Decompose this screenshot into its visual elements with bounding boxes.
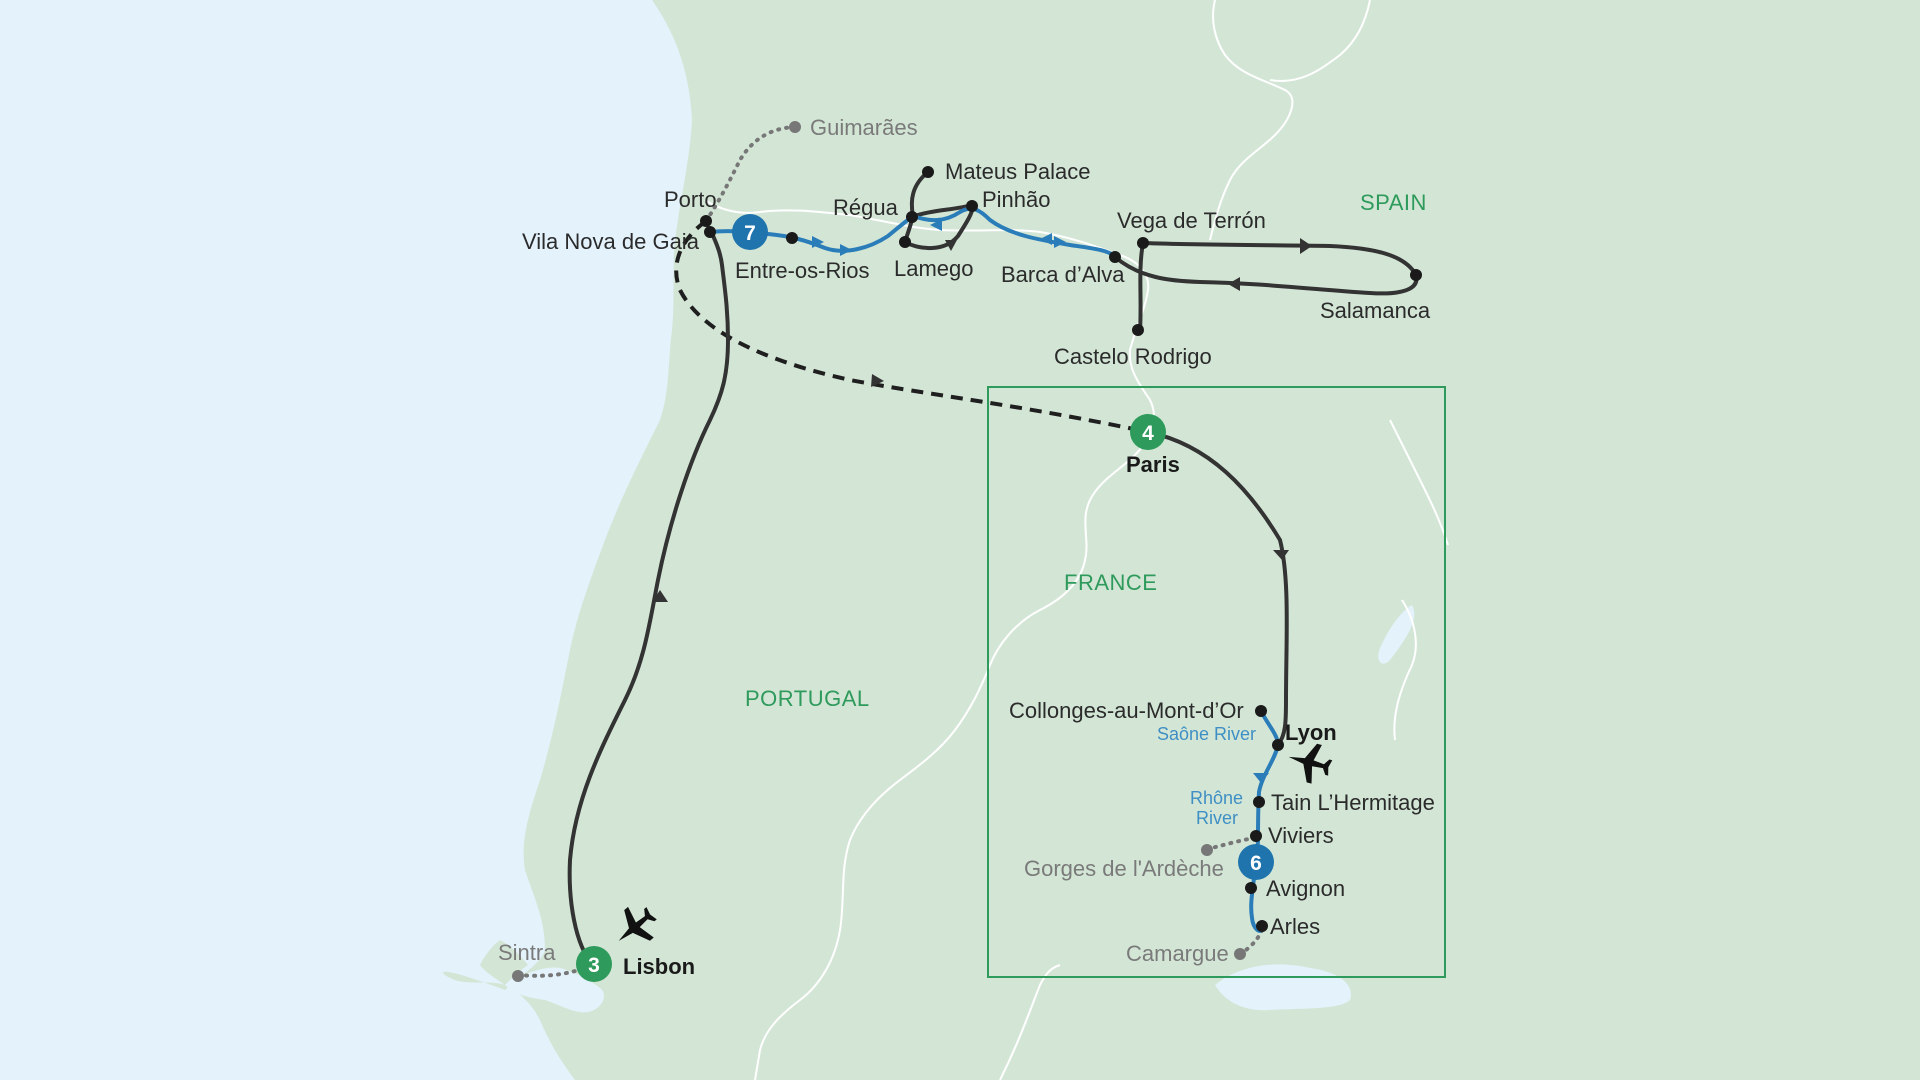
country-label-france: FRANCE xyxy=(1064,570,1157,595)
city-label-castelo: Castelo Rodrigo xyxy=(1054,344,1212,369)
river-arrows xyxy=(812,219,1269,783)
city-label-avignon: Avignon xyxy=(1266,876,1345,901)
porto-paris-connector xyxy=(674,219,1149,434)
arrow-salamanca-back xyxy=(1228,277,1240,291)
dot-pinhao xyxy=(966,200,978,212)
dot-vila-nova xyxy=(704,226,716,238)
city-label-lisbon: Lisbon xyxy=(623,954,695,979)
city-label-arles: Arles xyxy=(1270,914,1320,939)
dot-castelo xyxy=(1132,324,1144,336)
city-label-vila-nova: Vila Nova de Gaia xyxy=(522,229,700,254)
arrow-lisbon-porto xyxy=(652,590,668,602)
salamanca-loop xyxy=(1113,241,1419,296)
city-label-pinhao: Pinhão xyxy=(982,187,1051,212)
city-label-lyon: Lyon xyxy=(1285,720,1337,745)
city-label-regua: Régua xyxy=(833,195,899,220)
dot-gorges xyxy=(1201,844,1213,856)
dot-viviers xyxy=(1250,830,1262,842)
river-label-rhone-1: Rhône xyxy=(1190,788,1243,808)
dot-regua xyxy=(906,211,918,223)
dot-lyon xyxy=(1272,739,1284,751)
country-borders xyxy=(704,0,1449,1080)
france-inset-frame xyxy=(987,386,1446,978)
dot-salamanca xyxy=(1410,269,1422,281)
lisbon-porto-route xyxy=(567,227,731,967)
city-label-collonges: Collonges-au-Mont-d’Or xyxy=(1009,698,1244,723)
dot-barca xyxy=(1109,251,1121,263)
svg-text:6: 6 xyxy=(1250,852,1262,875)
excursion-dots xyxy=(512,121,1246,982)
city-label-paris: Paris xyxy=(1126,452,1180,477)
dot-guimaraes xyxy=(789,121,801,133)
svg-text:3: 3 xyxy=(588,954,600,977)
badge-paris: 4 xyxy=(1130,414,1166,450)
stop-dots xyxy=(700,166,1422,932)
dot-lamego xyxy=(899,236,911,248)
lisbon-estuary xyxy=(505,967,605,1013)
dot-avignon xyxy=(1245,882,1257,894)
castelo-rodrigo-route xyxy=(1138,242,1145,331)
city-label-salamanca: Salamanca xyxy=(1320,298,1431,323)
river-label-rhone-2: River xyxy=(1196,808,1238,828)
city-label-vega: Vega de Terrón xyxy=(1117,208,1266,233)
dot-camargue xyxy=(1234,948,1246,960)
country-label-spain: SPAIN xyxy=(1360,190,1427,215)
dot-arles xyxy=(1256,920,1268,932)
dot-sintra xyxy=(512,970,524,982)
city-label-gorges: Gorges de l'Ardèche xyxy=(1024,856,1224,881)
city-label-tain: Tain L’Hermitage xyxy=(1271,790,1435,815)
country-label-portugal: PORTUGAL xyxy=(745,686,870,711)
dot-tain xyxy=(1253,796,1265,808)
city-label-lamego: Lamego xyxy=(894,256,974,281)
city-label-viviers: Viviers xyxy=(1268,823,1334,848)
plane-icon-lisbon xyxy=(618,906,657,941)
svg-text:7: 7 xyxy=(744,222,756,245)
mediterranean xyxy=(1215,964,1351,1011)
arrow-paris-lyon xyxy=(1273,550,1289,560)
city-label-entre-os-rios: Entre-os-Rios xyxy=(735,258,869,283)
badge-lyon-rhone: 6 xyxy=(1238,844,1274,880)
river-label-saone: Saône River xyxy=(1157,724,1256,744)
arrow-connector xyxy=(871,374,884,387)
dot-entre-os-rios xyxy=(786,232,798,244)
direction-arrows xyxy=(652,238,1312,602)
city-label-guimaraes: Guimarães xyxy=(810,115,918,140)
dot-porto xyxy=(700,215,712,227)
badge-lisbon: 3 xyxy=(576,946,612,982)
badge-porto: 7 xyxy=(732,214,768,250)
plane-icon-lyon xyxy=(1288,743,1333,784)
dot-collonges xyxy=(1255,705,1267,717)
lake-geneva xyxy=(1378,605,1415,664)
paris-lyon-route xyxy=(1147,430,1289,747)
excursion-gorges xyxy=(1205,836,1257,851)
arrow-lamego xyxy=(945,240,957,251)
arrow-salamanca-out xyxy=(1300,238,1312,254)
city-label-barca: Barca d’Alva xyxy=(1001,262,1125,287)
city-label-sintra: Sintra xyxy=(498,940,556,965)
dot-mateus xyxy=(922,166,934,178)
svg-text:4: 4 xyxy=(1142,422,1154,445)
city-label-camargue: Camargue xyxy=(1126,941,1229,966)
city-label-porto: Porto xyxy=(664,187,717,212)
city-label-mateus: Mateus Palace xyxy=(945,159,1091,184)
land xyxy=(443,0,1920,1080)
dot-vega xyxy=(1137,237,1149,249)
